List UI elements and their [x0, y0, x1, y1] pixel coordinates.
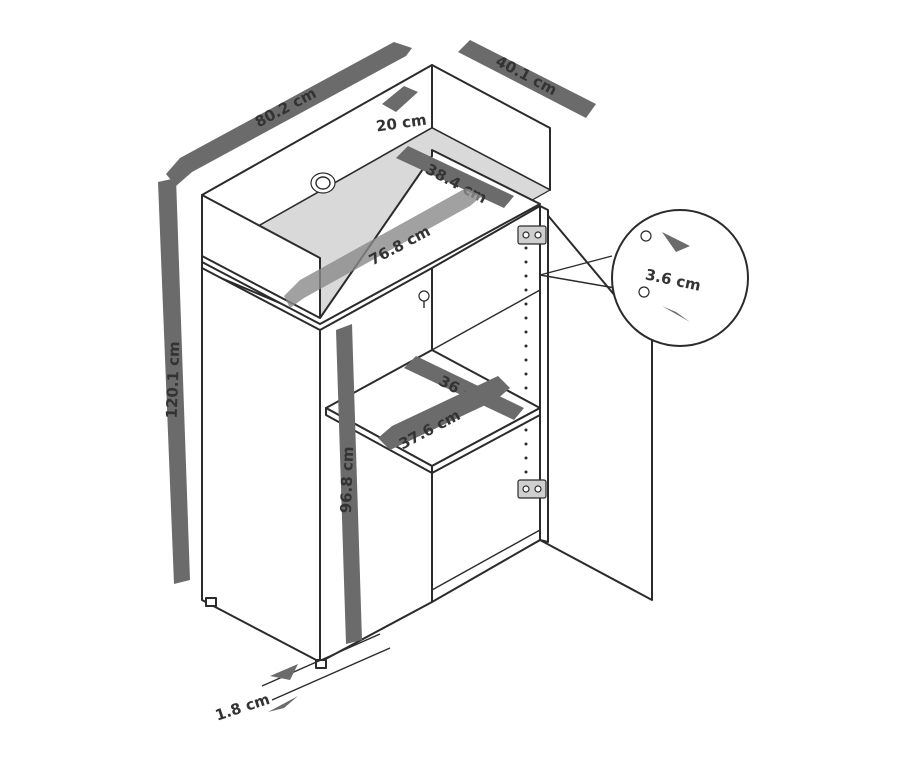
label-depth-total: 40.1 cm — [493, 52, 560, 99]
inner-shelf-edge — [431, 289, 541, 351]
arrow-height-total — [158, 178, 190, 584]
arrow-depth-total — [458, 40, 596, 118]
carcass-left-side — [201, 267, 321, 663]
arrow-thickness-upper — [270, 664, 298, 680]
label-thickness: 1.8 cm — [213, 690, 272, 725]
arrow-thickness-lower — [268, 696, 298, 712]
callout-hole-lower — [638, 286, 650, 298]
arrow-width-total — [166, 42, 412, 186]
hinge-top — [517, 225, 547, 245]
arrow-door-height — [336, 324, 362, 644]
thickness-guide-2 — [271, 647, 391, 701]
arrow-shelf-depth — [378, 376, 510, 450]
hinge-bottom — [517, 479, 547, 499]
door-knob — [418, 290, 430, 302]
plinth-line — [431, 529, 541, 591]
arrow-tray-width — [284, 188, 482, 308]
arrow-shelf-width — [404, 356, 524, 420]
callout-leader-top — [539, 255, 613, 276]
callout-leader-bottom — [539, 274, 616, 289]
carcass-top — [201, 149, 541, 325]
callout-hole-upper — [640, 230, 652, 242]
callout-circle — [611, 209, 749, 347]
foot-left — [205, 597, 217, 607]
label-door-height: 96.8 cm — [337, 446, 357, 513]
callout-arrow-lower — [662, 306, 690, 322]
label-height-total: 120.1 cm — [163, 341, 184, 419]
cable-grommet — [310, 172, 336, 194]
right-door-edge — [539, 205, 549, 543]
arrow-tray-depth — [396, 146, 514, 208]
callout-arrow-upper — [662, 232, 690, 252]
left-door — [319, 267, 433, 663]
cable-grommet-inner — [315, 176, 331, 190]
arrow-tray-height — [382, 86, 418, 112]
hole-spacing-callout: 3.6 cm — [539, 209, 749, 347]
